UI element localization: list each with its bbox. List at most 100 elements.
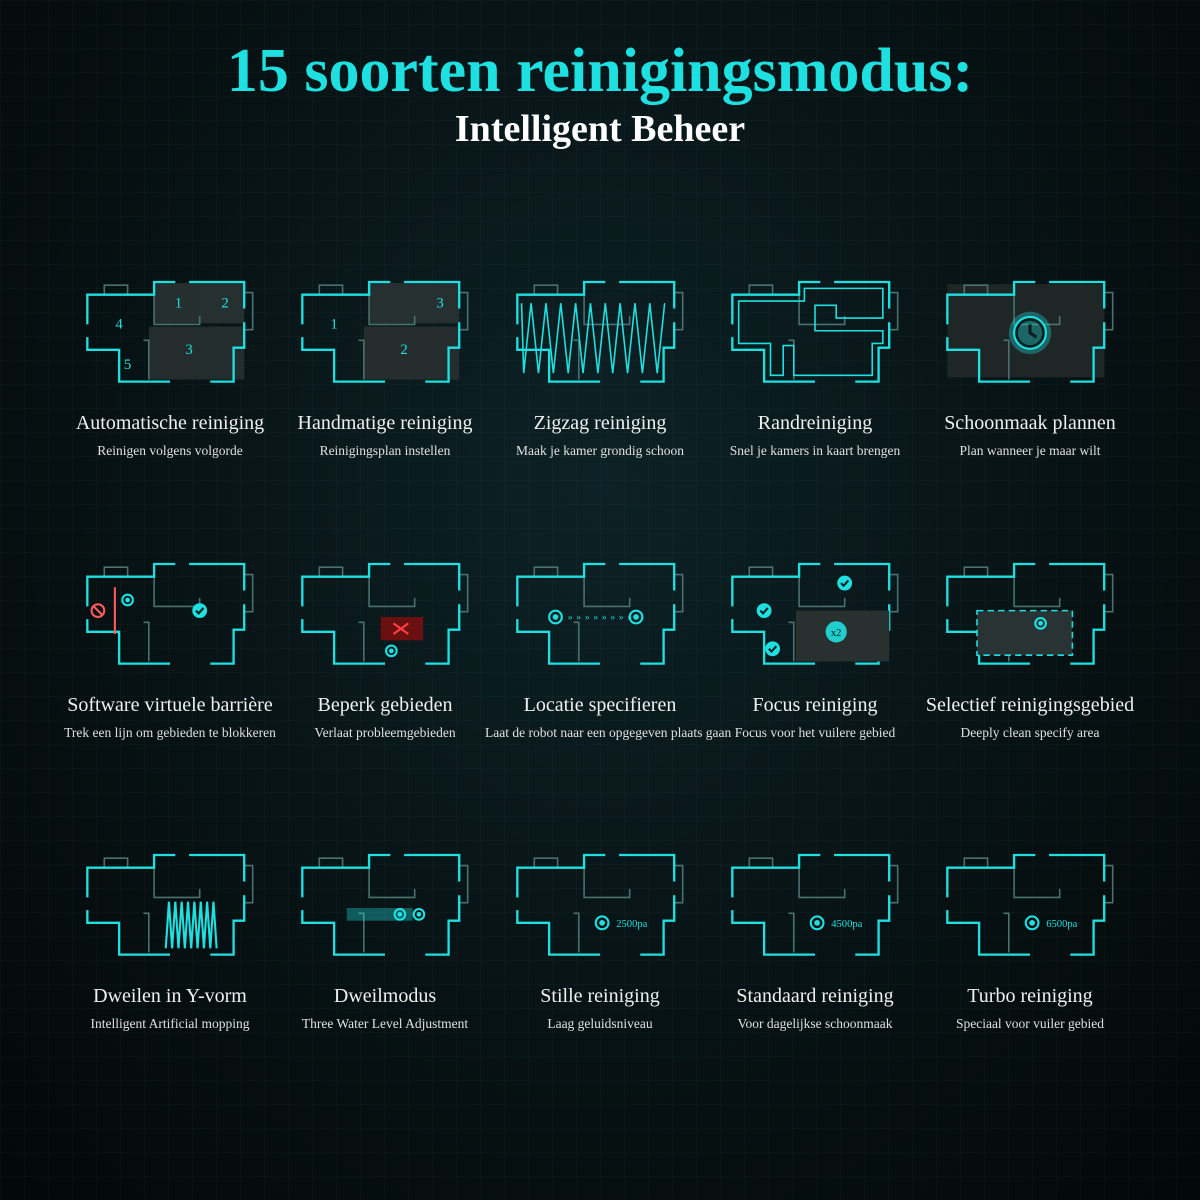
mode-title: Handmatige reiniging [297,412,473,434]
inner-wall [1013,566,1061,608]
inner-wall [244,864,254,904]
inner-wall [798,284,846,326]
inner-wall [1104,864,1114,904]
floor-plan-icon: »»»»»»»» [516,562,684,665]
room-fill [148,326,245,380]
outer-wall [731,280,821,325]
suction-label: 4500pa [831,919,862,930]
inner-wall [244,291,254,331]
outer-wall [86,337,170,383]
inner-wall [143,912,150,953]
inner-wall [889,864,899,904]
floor-plan-icon [86,562,254,665]
outer-wall [731,562,821,607]
floor-plan: 4500pa [731,853,899,956]
outer-wall [834,280,891,309]
mode-subtitle: Verlaat probleemgebieden [314,725,456,740]
floor-plan: 2500pa [516,853,684,956]
y-mop-path [164,901,218,949]
room-number: 5 [124,357,131,373]
inner-wall [368,857,416,899]
floor-plan-icon [946,280,1114,383]
mode-subtitle: Maak je kamer grondig schoon [516,443,684,458]
inner-wall [573,621,580,662]
robot-icon [594,915,610,931]
inner-wall [368,566,416,608]
arrow-icon: » [610,613,615,623]
outer-wall [301,853,391,898]
mode-title: Randreiniging [757,412,873,434]
inner-wall [798,857,846,899]
arrow-icon: » [602,613,607,623]
outer-wall [619,853,676,882]
check-icon [192,603,208,619]
outer-wall [640,322,676,383]
arrow-icon: » [585,613,590,623]
inner-wall [963,284,989,295]
robot-icon [809,915,825,931]
floor-plan [301,853,469,956]
inner-wall [788,621,795,662]
outer-wall [301,619,385,665]
floor-plan-icon [731,280,899,383]
robot-icon [121,593,134,607]
inner-wall [358,339,365,380]
robot-icon [548,609,563,625]
outer-wall [1049,562,1106,591]
outer-wall [86,910,170,956]
inner-wall [1013,857,1061,899]
mode-subtitle: Voor dagelijkse schoonmaak [737,1016,893,1031]
outer-wall [404,853,461,882]
floor-plan-icon [946,562,1114,665]
inner-wall [153,566,201,608]
room-number: 2 [400,342,407,358]
mode-subtitle: Trek een lijn om gebieden te blokkeren [64,725,276,740]
room-number: 3 [185,342,192,358]
inner-wall [573,339,580,380]
inner-wall [889,573,899,613]
outer-wall [1070,895,1106,956]
mode-title: Standaard reiniging [736,985,894,1007]
edge-path [737,287,884,377]
inner-wall [674,573,684,613]
robot-icon [385,644,398,658]
inner-wall [798,566,846,608]
floor-plan [86,562,254,665]
check-icon [765,641,781,657]
inner-wall [1013,284,1061,326]
outer-wall [86,853,176,898]
inner-wall [368,284,416,326]
inner-wall [153,857,201,899]
outer-wall [301,280,391,325]
outer-wall [640,895,676,956]
mode-title: Software virtuele barrière [67,694,273,716]
mode-subtitle: Deeply clean specify area [960,725,1100,740]
mode-subtitle: Focus voor het vuilere gebied [734,725,896,740]
mode-title: Locatie specifieren [523,694,677,716]
inner-wall [1104,291,1114,331]
focus-spot [825,621,847,643]
suction-label: 2500pa [616,919,647,930]
outer-wall [301,562,391,607]
mode-title: Dweilmodus [333,985,437,1007]
mode-subtitle: Intelligent Artificial mopping [90,1016,250,1031]
arrow-icon: » [576,613,581,623]
mode-title: Schoonmaak plannen [944,412,1116,434]
floor-plan-icon [301,562,469,665]
inner-wall [748,566,774,577]
robot-icon [1034,617,1047,630]
inner-wall [1104,573,1114,613]
floor-plan-icon: 2500pa [516,853,684,956]
timer-icon [1013,315,1047,350]
mode-subtitle: Plan wanneer je maar wilt [959,443,1101,458]
mode-subtitle: Reinigen volgens volgorde [97,443,243,458]
inner-wall [103,566,129,577]
inner-wall [103,284,129,295]
